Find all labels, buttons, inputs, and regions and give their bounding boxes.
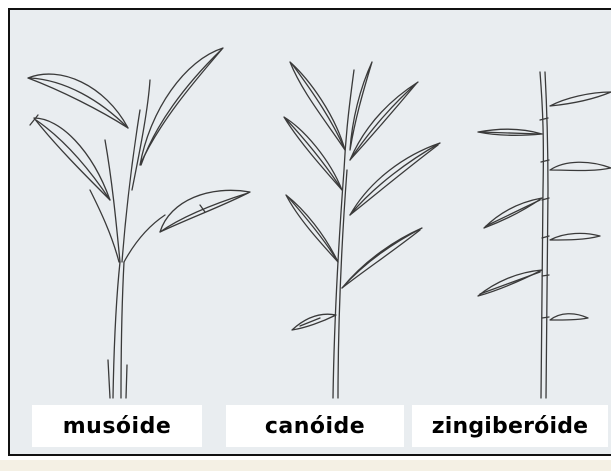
canoid-plant-drawing [284, 62, 440, 398]
label-zingiberoid-text: zingiberóide [432, 414, 589, 439]
musoid-plant-drawing [28, 48, 250, 398]
label-musoid-text: musóide [63, 414, 172, 439]
label-zingiberoid: zingiberóide [412, 405, 608, 447]
label-canoid: canóide [226, 405, 404, 447]
label-canoid-text: canóide [265, 414, 365, 439]
zingiberoid-plant-drawing [478, 72, 611, 398]
label-musoid: musóide [32, 405, 202, 447]
